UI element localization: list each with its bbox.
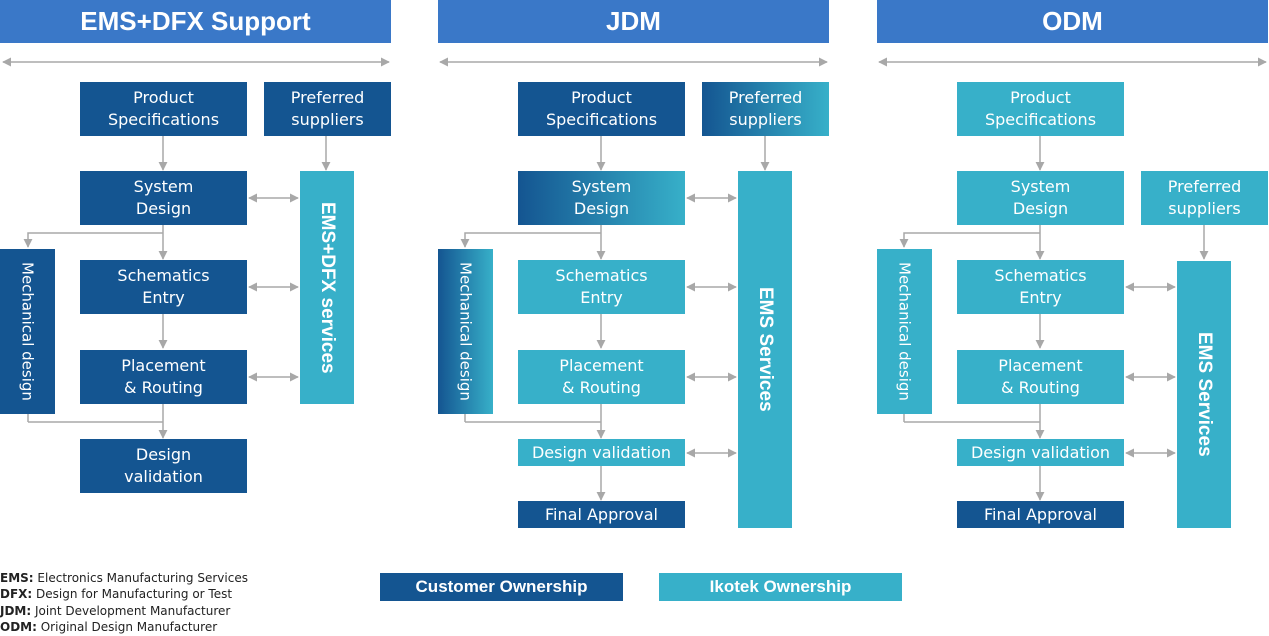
box-label-line: Product (571, 88, 632, 107)
box-label-line: Schematics (994, 266, 1087, 285)
schematics-entry-box: Schematics Entry (80, 260, 247, 314)
box-label-line: Schematics (117, 266, 210, 285)
box-label-line: System (133, 177, 194, 196)
box-label-line: Design (1012, 199, 1069, 218)
box-label-line: Placement (559, 356, 644, 375)
schematics-entry-box: Schematics Entry (957, 260, 1124, 314)
box-label-line: validation (124, 467, 203, 486)
placement-routing-box: Placement & Routing (957, 350, 1124, 404)
box-label-line: & Routing (1001, 378, 1080, 397)
box-label: Final Approval (984, 504, 1097, 524)
box-label-line: Specifications (107, 110, 220, 129)
system-design-box: System Design (80, 171, 247, 225)
final-approval-box: Final Approval (957, 501, 1124, 528)
box-label-line: Product (1010, 88, 1071, 107)
box-label-line: System (571, 177, 632, 196)
box-label-line: Preferred (290, 88, 365, 107)
glossary-text: Original Design Manufacturer (40, 620, 218, 635)
glossary-item: DFX: Design for Manufacturing or Test (0, 586, 248, 602)
mechanical-design-label: Mechanical design (18, 262, 37, 401)
box-label-line: suppliers (291, 110, 364, 129)
placement-routing-box: Placement & Routing (80, 350, 247, 404)
glossary-item: EMS: Electronics Manufacturing Services (0, 570, 248, 586)
mechanical-design-box: Mechanical design (0, 249, 55, 414)
preferred-suppliers-box: Preferred suppliers (1141, 171, 1268, 225)
placement-routing-box: Placement & Routing (518, 350, 685, 404)
services-label: EMS Services (1194, 332, 1215, 457)
legend-customer-ownership: Customer Ownership (380, 573, 623, 601)
ems-dfx-services-box: EMS+DFX services (300, 171, 354, 404)
abbreviation-glossary: EMS: Electronics Manufacturing Services … (0, 570, 248, 636)
design-validation-box: Design validation (80, 439, 247, 493)
legend-ikotek-ownership: Ikotek Ownership (659, 573, 902, 601)
box-label-line: Preferred (728, 88, 803, 107)
box-label: Design validation (531, 442, 672, 462)
header-odm: ODM (877, 0, 1268, 43)
glossary-abbr: DFX: (0, 587, 33, 602)
box-label-line: Product (133, 88, 194, 107)
ems-services-box: EMS Services (1177, 261, 1231, 528)
mechanical-design-label: Mechanical design (456, 262, 475, 401)
glossary-abbr: ODM: (0, 620, 37, 635)
box-label-line: Design (573, 199, 630, 218)
box-label-line: System (1010, 177, 1071, 196)
box-label-line: suppliers (1168, 199, 1241, 218)
design-validation-box: Design validation (518, 439, 685, 466)
box-label-line: & Routing (562, 378, 641, 397)
system-design-box: System Design (518, 171, 685, 225)
box-label-line: Entry (580, 288, 623, 307)
glossary-abbr: EMS: (0, 571, 34, 585)
glossary-item: JDM: Joint Development Manufacturer (0, 603, 248, 619)
glossary-item: ODM: Original Design Manufacturer (0, 619, 248, 635)
glossary-text: Electronics Manufacturing Services (37, 571, 248, 585)
box-label-line: Placement (121, 356, 206, 375)
product-specifications-box: Product Specifications (80, 82, 247, 136)
final-approval-box: Final Approval (518, 501, 685, 528)
box-label-line: Specifications (984, 110, 1097, 129)
preferred-suppliers-box: Preferred suppliers (702, 82, 829, 136)
box-label-line: Entry (1019, 288, 1062, 307)
system-design-box: System Design (957, 171, 1124, 225)
services-label: EMS Services (755, 287, 776, 412)
glossary-text: Joint Development Manufacturer (35, 603, 231, 618)
design-validation-box: Design validation (957, 439, 1124, 466)
header-jdm: JDM (438, 0, 829, 43)
mechanical-design-label: Mechanical design (895, 262, 914, 401)
glossary-abbr: JDM: (0, 603, 32, 618)
box-label: Final Approval (545, 504, 658, 524)
services-label: EMS+DFX services (317, 201, 338, 374)
box-label-line: Schematics (555, 266, 648, 285)
glossary-text: Design for Manufacturing or Test (36, 587, 233, 602)
product-specifications-box: Product Specifications (957, 82, 1124, 136)
box-label-line: Specifications (545, 110, 658, 129)
header-ems-dfx-support: EMS+DFX Support (0, 0, 391, 43)
preferred-suppliers-box: Preferred suppliers (264, 82, 391, 136)
box-label-line: suppliers (729, 110, 802, 129)
box-label-line: Preferred (1167, 177, 1242, 196)
box-label-line: Placement (998, 356, 1083, 375)
box-label-line: Design (135, 445, 192, 464)
box-label-line: Entry (142, 288, 185, 307)
mechanical-design-box: Mechanical design (877, 249, 932, 414)
box-label-line: & Routing (124, 378, 203, 397)
product-specifications-box: Product Specifications (518, 82, 685, 136)
box-label-line: Design (135, 199, 192, 218)
box-label: Design validation (970, 442, 1111, 462)
ems-services-box: EMS Services (738, 171, 792, 528)
schematics-entry-box: Schematics Entry (518, 260, 685, 314)
mechanical-design-box: Mechanical design (438, 249, 493, 414)
